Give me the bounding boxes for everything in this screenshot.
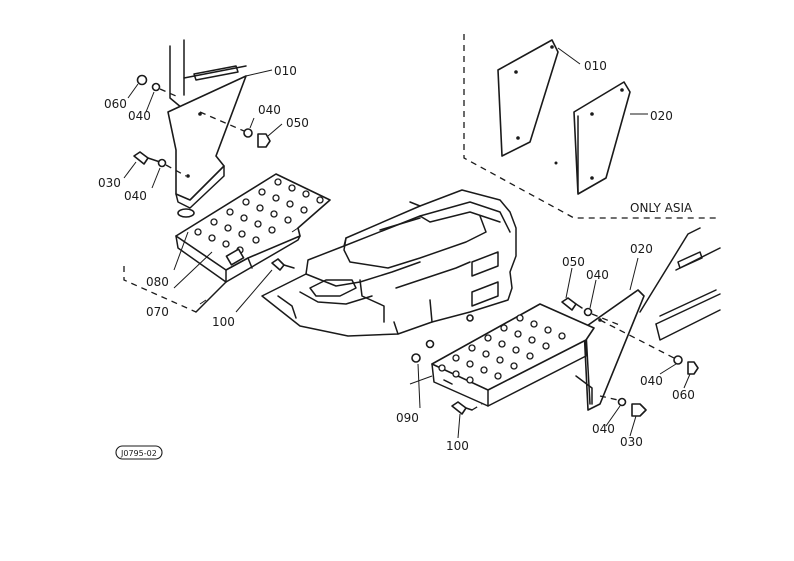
right-hardware — [409, 297, 699, 417]
label-060-left: 060 — [104, 97, 127, 111]
label-020-asia: 020 — [650, 109, 673, 123]
label-040-right-low: 040 — [592, 422, 615, 436]
label-070: 070 — [146, 305, 169, 319]
right-step-plate — [431, 303, 595, 407]
label-020-right: 020 — [630, 242, 653, 256]
label-040-left-top: 040 — [128, 109, 151, 123]
asia-plate-010 — [497, 39, 559, 165]
only-asia-label: ONLY ASIA — [630, 201, 693, 215]
reference-code-badge: J0795-02 — [115, 445, 163, 460]
label-040-right-top: 040 — [586, 268, 609, 282]
label-040-right-mid: 040 — [640, 374, 663, 388]
left-step-holes — [194, 178, 324, 254]
tractor-body — [261, 189, 517, 337]
label-060-right: 060 — [672, 388, 695, 402]
only-asia-box — [463, 34, 718, 219]
part-labels: 010 060 040 040 050 030 040 080 070 100 … — [98, 59, 695, 453]
asia-plate-020 — [573, 81, 631, 195]
label-030-right: 030 — [620, 435, 643, 449]
right-step-holes — [438, 314, 566, 384]
left-fender-edge — [169, 39, 247, 109]
left-hardware — [133, 74, 299, 271]
label-090: 090 — [396, 411, 419, 425]
leader-lines — [123, 47, 691, 439]
left-bracket-010 — [167, 75, 247, 209]
label-080: 080 — [146, 275, 169, 289]
label-010-left: 010 — [274, 64, 297, 78]
label-100-left: 100 — [212, 315, 235, 329]
left-bracket-070 — [123, 266, 227, 313]
reference-code-text: J0795-02 — [120, 449, 157, 458]
label-050-left: 050 — [286, 116, 309, 130]
label-030-left: 030 — [98, 176, 121, 190]
label-050-right: 050 — [562, 255, 585, 269]
label-100-right: 100 — [446, 439, 469, 453]
label-010-asia: 010 — [584, 59, 607, 73]
label-040-left-low: 040 — [124, 189, 147, 203]
label-040-left-mid: 040 — [258, 103, 281, 117]
right-bracket-020 — [575, 289, 645, 411]
left-step-plate — [175, 173, 331, 283]
right-fender-edge — [639, 227, 721, 341]
